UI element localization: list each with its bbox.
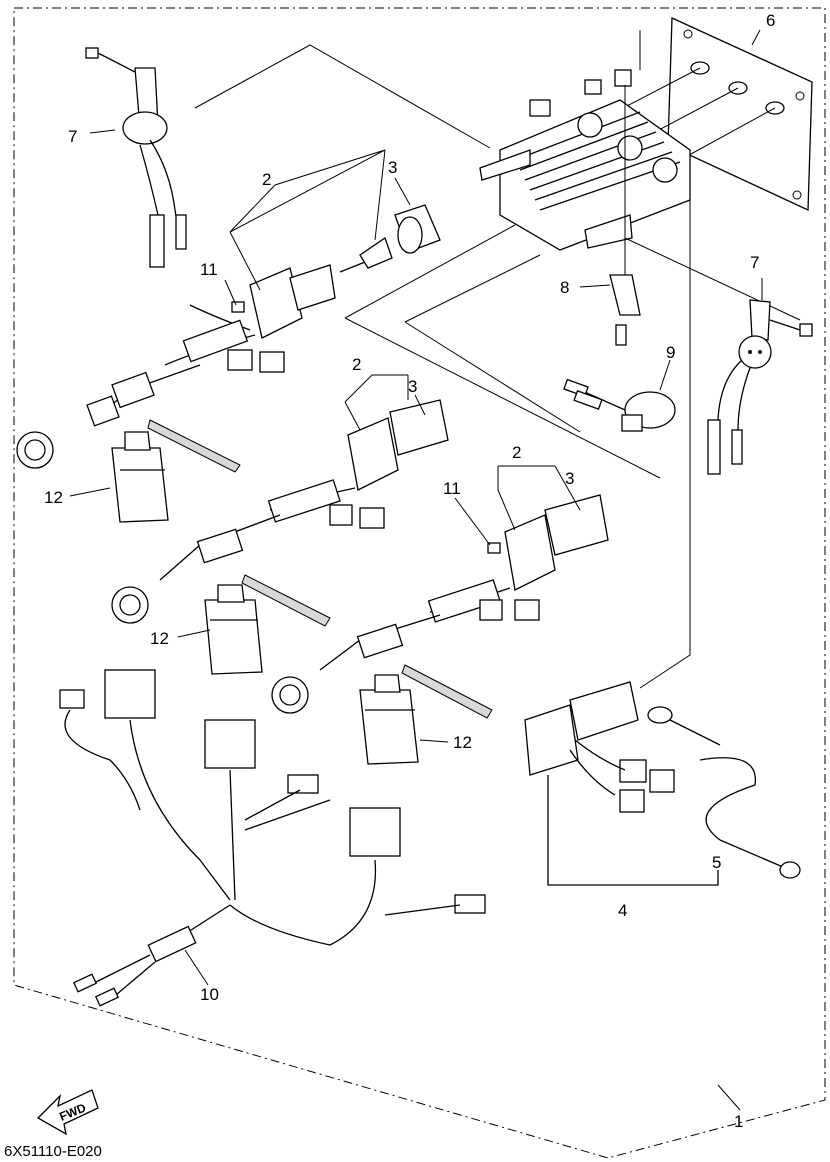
- callout-12-top: 12: [44, 488, 63, 507]
- callout-9: 9: [666, 343, 675, 362]
- callout-7-left: 7: [68, 127, 77, 146]
- lanyard-clip-right: [707, 299, 813, 475]
- diagram-code: 6X51110-E020: [4, 1143, 102, 1160]
- wire-harness: [59, 669, 486, 1007]
- bracket-4: [547, 775, 719, 886]
- buzzer: [563, 378, 676, 432]
- callout-2-bottom: 2: [512, 443, 521, 462]
- callout-8: 8: [560, 278, 569, 297]
- callout-12-middle: 12: [150, 629, 169, 648]
- callout-4: 4: [618, 901, 627, 920]
- main-switch-bottom: [271, 494, 609, 714]
- callout-5: 5: [712, 853, 721, 872]
- lanyard-clip-left: [85, 47, 187, 268]
- callout-2-middle: 2: [352, 355, 361, 374]
- switch-bracket: [479, 69, 691, 275]
- stop-switch-assembly: [524, 681, 801, 879]
- callout-3-top: 3: [388, 158, 397, 177]
- assembly-boundary: [13, 7, 826, 1159]
- callout-1: 1: [734, 1112, 743, 1131]
- relay-middle: [204, 574, 331, 675]
- main-switch-top: [16, 204, 441, 469]
- callout-7-right: 7: [750, 253, 759, 272]
- fwd-arrow-icon: FWD: [36, 1089, 99, 1136]
- callout-2-top: 2: [262, 170, 271, 189]
- mounting-clip-8: [609, 274, 641, 346]
- mounting-plate: [599, 17, 813, 212]
- main-switch-middle: [111, 399, 449, 624]
- relay-top: [111, 419, 241, 523]
- callout-11-top: 11: [200, 260, 218, 279]
- callout-6: 6: [766, 11, 775, 30]
- callout-3-middle: 3: [408, 377, 417, 396]
- relay-bottom: [359, 664, 493, 765]
- callout-12-bottom: 12: [453, 733, 472, 752]
- callout-10: 10: [200, 985, 219, 1004]
- callout-11-bottom: 11: [443, 479, 461, 498]
- callout-3-bottom: 3: [565, 469, 574, 488]
